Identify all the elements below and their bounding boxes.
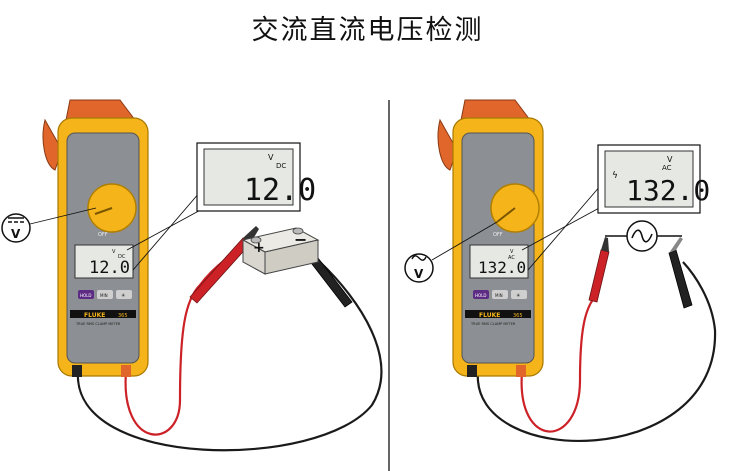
meter-unit: V	[510, 249, 514, 255]
brand-strip	[70, 310, 136, 318]
svg-text:HOLD: HOLD	[80, 293, 91, 298]
svg-text:MIN: MIN	[495, 293, 503, 298]
svg-text:☀: ☀	[516, 293, 520, 299]
ac-source	[605, 220, 682, 252]
meter-subtitle: TRUE RMS CLAMP METER	[75, 322, 121, 326]
dial-pointer	[94, 207, 113, 215]
hold-button[interactable]	[78, 290, 94, 299]
com-jack	[467, 365, 477, 377]
backlight-button[interactable]	[116, 290, 132, 299]
red-test-lead	[520, 297, 595, 433]
zoomed-reading: 132.0	[626, 174, 710, 207]
zoomed-mode: DC	[276, 162, 286, 170]
zoomed-display-left: 12.0 V DC	[196, 142, 316, 212]
dial-pointer	[496, 207, 516, 223]
zoomed-unit: V	[268, 153, 274, 162]
battery-plus-label: +	[253, 240, 265, 256]
svg-text:V: V	[414, 267, 424, 281]
battery-positive-terminal	[250, 236, 262, 244]
black-test-lead	[76, 261, 383, 452]
page-title: 交流直流电压检测	[251, 15, 484, 46]
black-probe	[668, 237, 693, 309]
sine-wave-icon	[631, 229, 653, 243]
high-voltage-icon: ϟ	[612, 171, 618, 181]
clamp-meter-right: OFF 132.0 V AC HOLD MIN ☀ FLUKE 365 TRUE…	[437, 99, 544, 377]
battery-minus-label: −	[294, 230, 307, 249]
battery-negative-terminal	[292, 227, 304, 235]
dial-off-label: OFF	[493, 232, 503, 238]
meter-subtitle: TRUE RMS CLAMP METER	[470, 322, 516, 326]
zoomed-reading: 12.0	[244, 173, 316, 208]
com-jack	[72, 365, 82, 377]
tilde-icon	[411, 255, 427, 261]
brand-label: FLUKE	[84, 312, 105, 319]
meter-lcd	[469, 244, 529, 279]
meter-reading: 12.0	[89, 258, 130, 278]
svg-text:V: V	[11, 227, 21, 241]
zoomed-unit: V	[667, 155, 673, 164]
symbol-pointer-line	[29, 207, 97, 225]
zoom-line-1	[126, 206, 207, 251]
ac-volt-symbol: V	[404, 253, 434, 283]
zoom-line-1	[521, 206, 602, 251]
volt-jack	[516, 365, 526, 377]
meter-reading: 132.0	[478, 258, 526, 277]
dial-off-label: OFF	[98, 232, 108, 238]
volt-jack	[121, 365, 131, 377]
zoom-line-2	[132, 184, 207, 271]
black-test-lead	[476, 261, 717, 442]
model-label: 365	[513, 313, 523, 319]
brand-label: FLUKE	[479, 312, 500, 319]
zoom-line-2	[527, 184, 602, 271]
model-label: 365	[118, 313, 128, 319]
meter-mode: AC	[508, 255, 515, 261]
svg-text:MIN: MIN	[100, 293, 108, 298]
clamp-meter-left: OFF 12.0 V DC HOLD MIN ☀ FLUKE 365 TRUE …	[42, 99, 149, 377]
zoomed-mode: AC	[662, 164, 672, 172]
left-panel: + − OFF 12.0 V DC HOLD MIN ☀	[1, 99, 383, 452]
brand-strip	[465, 310, 531, 318]
backlight-button[interactable]	[511, 290, 527, 299]
svg-text:☀: ☀	[121, 293, 125, 299]
zoomed-display-right: ϟ 132.0 V AC	[597, 144, 710, 214]
hold-button[interactable]	[473, 290, 489, 299]
red-probe	[588, 237, 610, 303]
battery: + −	[241, 227, 320, 275]
right-panel: OFF 132.0 V AC HOLD MIN ☀ FLUKE 365 TRUE…	[404, 99, 717, 442]
svg-text:HOLD: HOLD	[475, 293, 486, 298]
symbol-pointer-line	[431, 221, 498, 261]
min-button[interactable]	[492, 290, 508, 299]
meter-mode: DC	[118, 254, 126, 260]
meter-lcd	[74, 244, 134, 279]
dc-volt-symbol: V	[1, 213, 31, 243]
min-button[interactable]	[97, 290, 113, 299]
meter-unit: V	[112, 249, 116, 255]
